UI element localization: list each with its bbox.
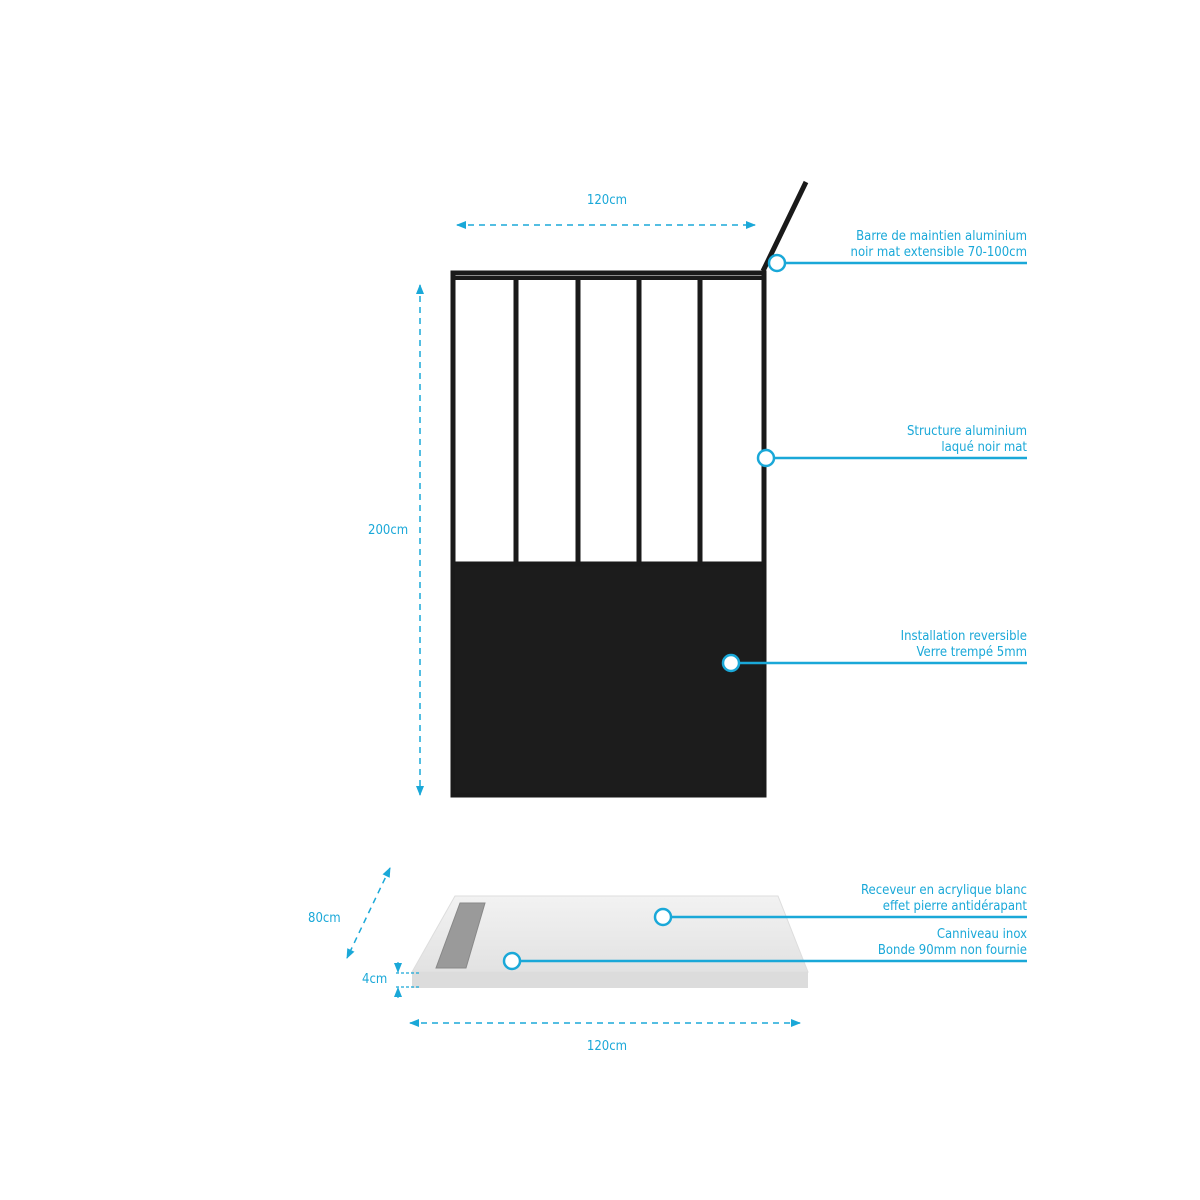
- shower-tray: [411, 895, 809, 988]
- tray-depth-arrow: [346, 867, 391, 959]
- callout-dot-glass: [721, 653, 741, 673]
- drain-channel: [435, 902, 486, 969]
- shower-door: [450, 270, 767, 798]
- callout-dot-bar: [767, 253, 787, 273]
- support-bar: [760, 180, 809, 273]
- lower-black-panel: [455, 565, 762, 793]
- tray-depth-label: 80cm: [308, 911, 341, 926]
- callout-dot-drain: [502, 951, 522, 971]
- door-height-label: 200cm: [368, 523, 409, 538]
- callout-dot-structure: [756, 448, 776, 468]
- tray-width-label: 120cm: [586, 1039, 628, 1054]
- tray-thickness-marker: [394, 962, 420, 998]
- tray-thickness-label: 4cm: [362, 972, 388, 987]
- door-width-label: 120cm: [586, 193, 628, 208]
- callout-dot-tray: [653, 907, 673, 927]
